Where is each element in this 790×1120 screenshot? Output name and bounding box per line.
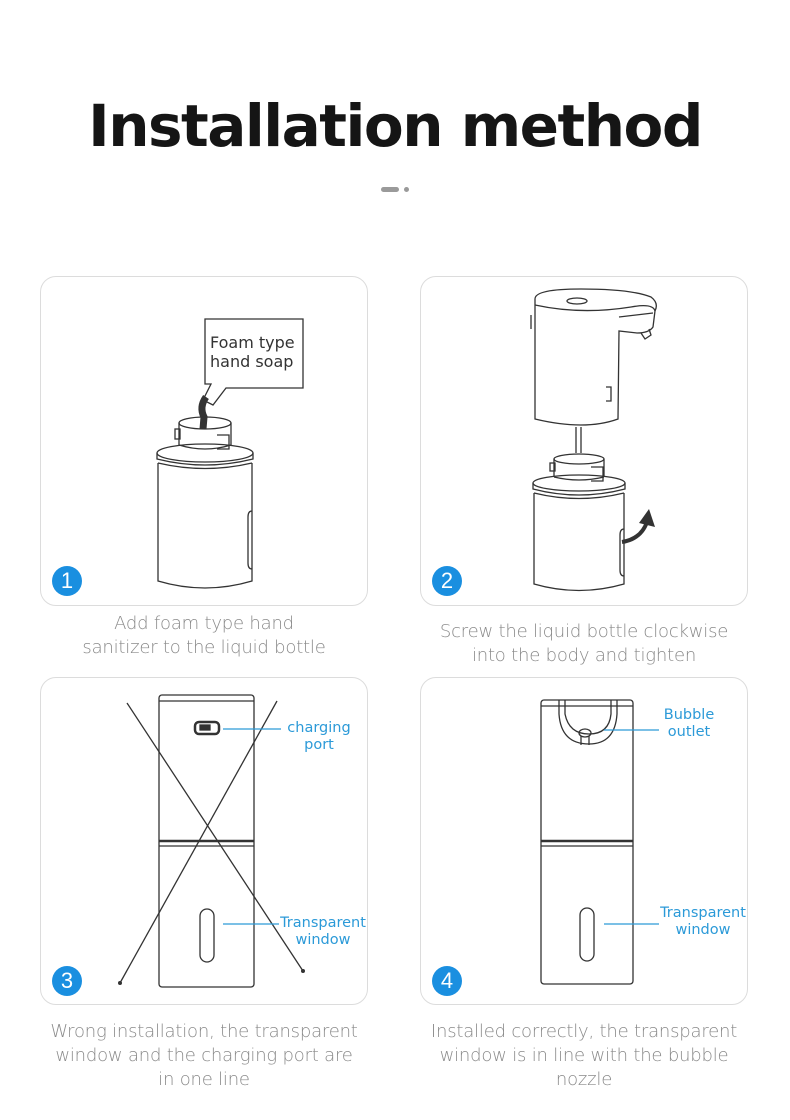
step-1-card: Foam type hand soap 1 — [40, 276, 368, 606]
step-3-card: charging port Transparent window 3 — [40, 677, 368, 1005]
caption-line: Screw the liquid bottle clockwise — [439, 621, 729, 642]
transparent-window-label: Transparent window — [277, 915, 369, 949]
divider-dot — [404, 187, 409, 192]
label-line: Bubble — [663, 707, 715, 723]
step-number-badge: 3 — [52, 966, 82, 996]
label-line: Transparent — [280, 915, 366, 931]
label-line: charging — [287, 720, 351, 736]
wrong-install-illustration — [118, 694, 305, 988]
transparent-window-label: Transparent window — [657, 905, 749, 939]
label-line: port — [304, 737, 334, 753]
bottle-fill-illustration — [156, 318, 304, 589]
caption-line: Add foam type hand — [114, 613, 294, 634]
step-number-badge: 2 — [432, 566, 462, 596]
step-number-badge: 1 — [52, 566, 82, 596]
step-1-caption: Add foam type hand sanitizer to the liqu… — [34, 612, 374, 660]
caption-line: in one line — [158, 1069, 250, 1090]
caption-line: Installed correctly, the transparent — [430, 1021, 738, 1042]
step-2-card: 2 — [420, 276, 748, 606]
label-line: window — [295, 932, 351, 948]
screw-bottle-illustration — [530, 288, 657, 592]
callout-line-2: hand soap — [210, 352, 294, 371]
step-4-caption: Installed correctly, the transparent win… — [414, 1020, 754, 1092]
caption-line: window and the charging port are — [55, 1045, 353, 1066]
caption-line: window is in line with the bubble — [439, 1045, 729, 1066]
label-line: Transparent — [660, 905, 746, 921]
divider-bar — [381, 187, 399, 192]
caption-line: into the body and tighten — [471, 645, 697, 666]
foam-soap-callout: Foam type hand soap — [210, 333, 295, 371]
step-number-badge: 4 — [432, 966, 462, 996]
label-line: window — [675, 922, 731, 938]
step-3-caption: Wrong installation, the transparent wind… — [34, 1020, 374, 1092]
caption-line: nozzle — [555, 1069, 613, 1090]
correct-install-illustration — [540, 699, 659, 985]
charging-port-label: charging port — [279, 720, 359, 754]
page-title: Installation method — [88, 92, 703, 160]
caption-line: Wrong installation, the transparent — [50, 1021, 358, 1042]
bubble-outlet-label: Bubble outlet — [649, 707, 729, 741]
label-line: outlet — [667, 724, 711, 740]
step-2-caption: Screw the liquid bottle clockwise into t… — [414, 620, 754, 668]
step-4-card: Bubble outlet Transparent window 4 — [420, 677, 748, 1005]
callout-line-1: Foam type — [210, 333, 295, 352]
caption-line: sanitizer to the liquid bottle — [82, 637, 326, 658]
